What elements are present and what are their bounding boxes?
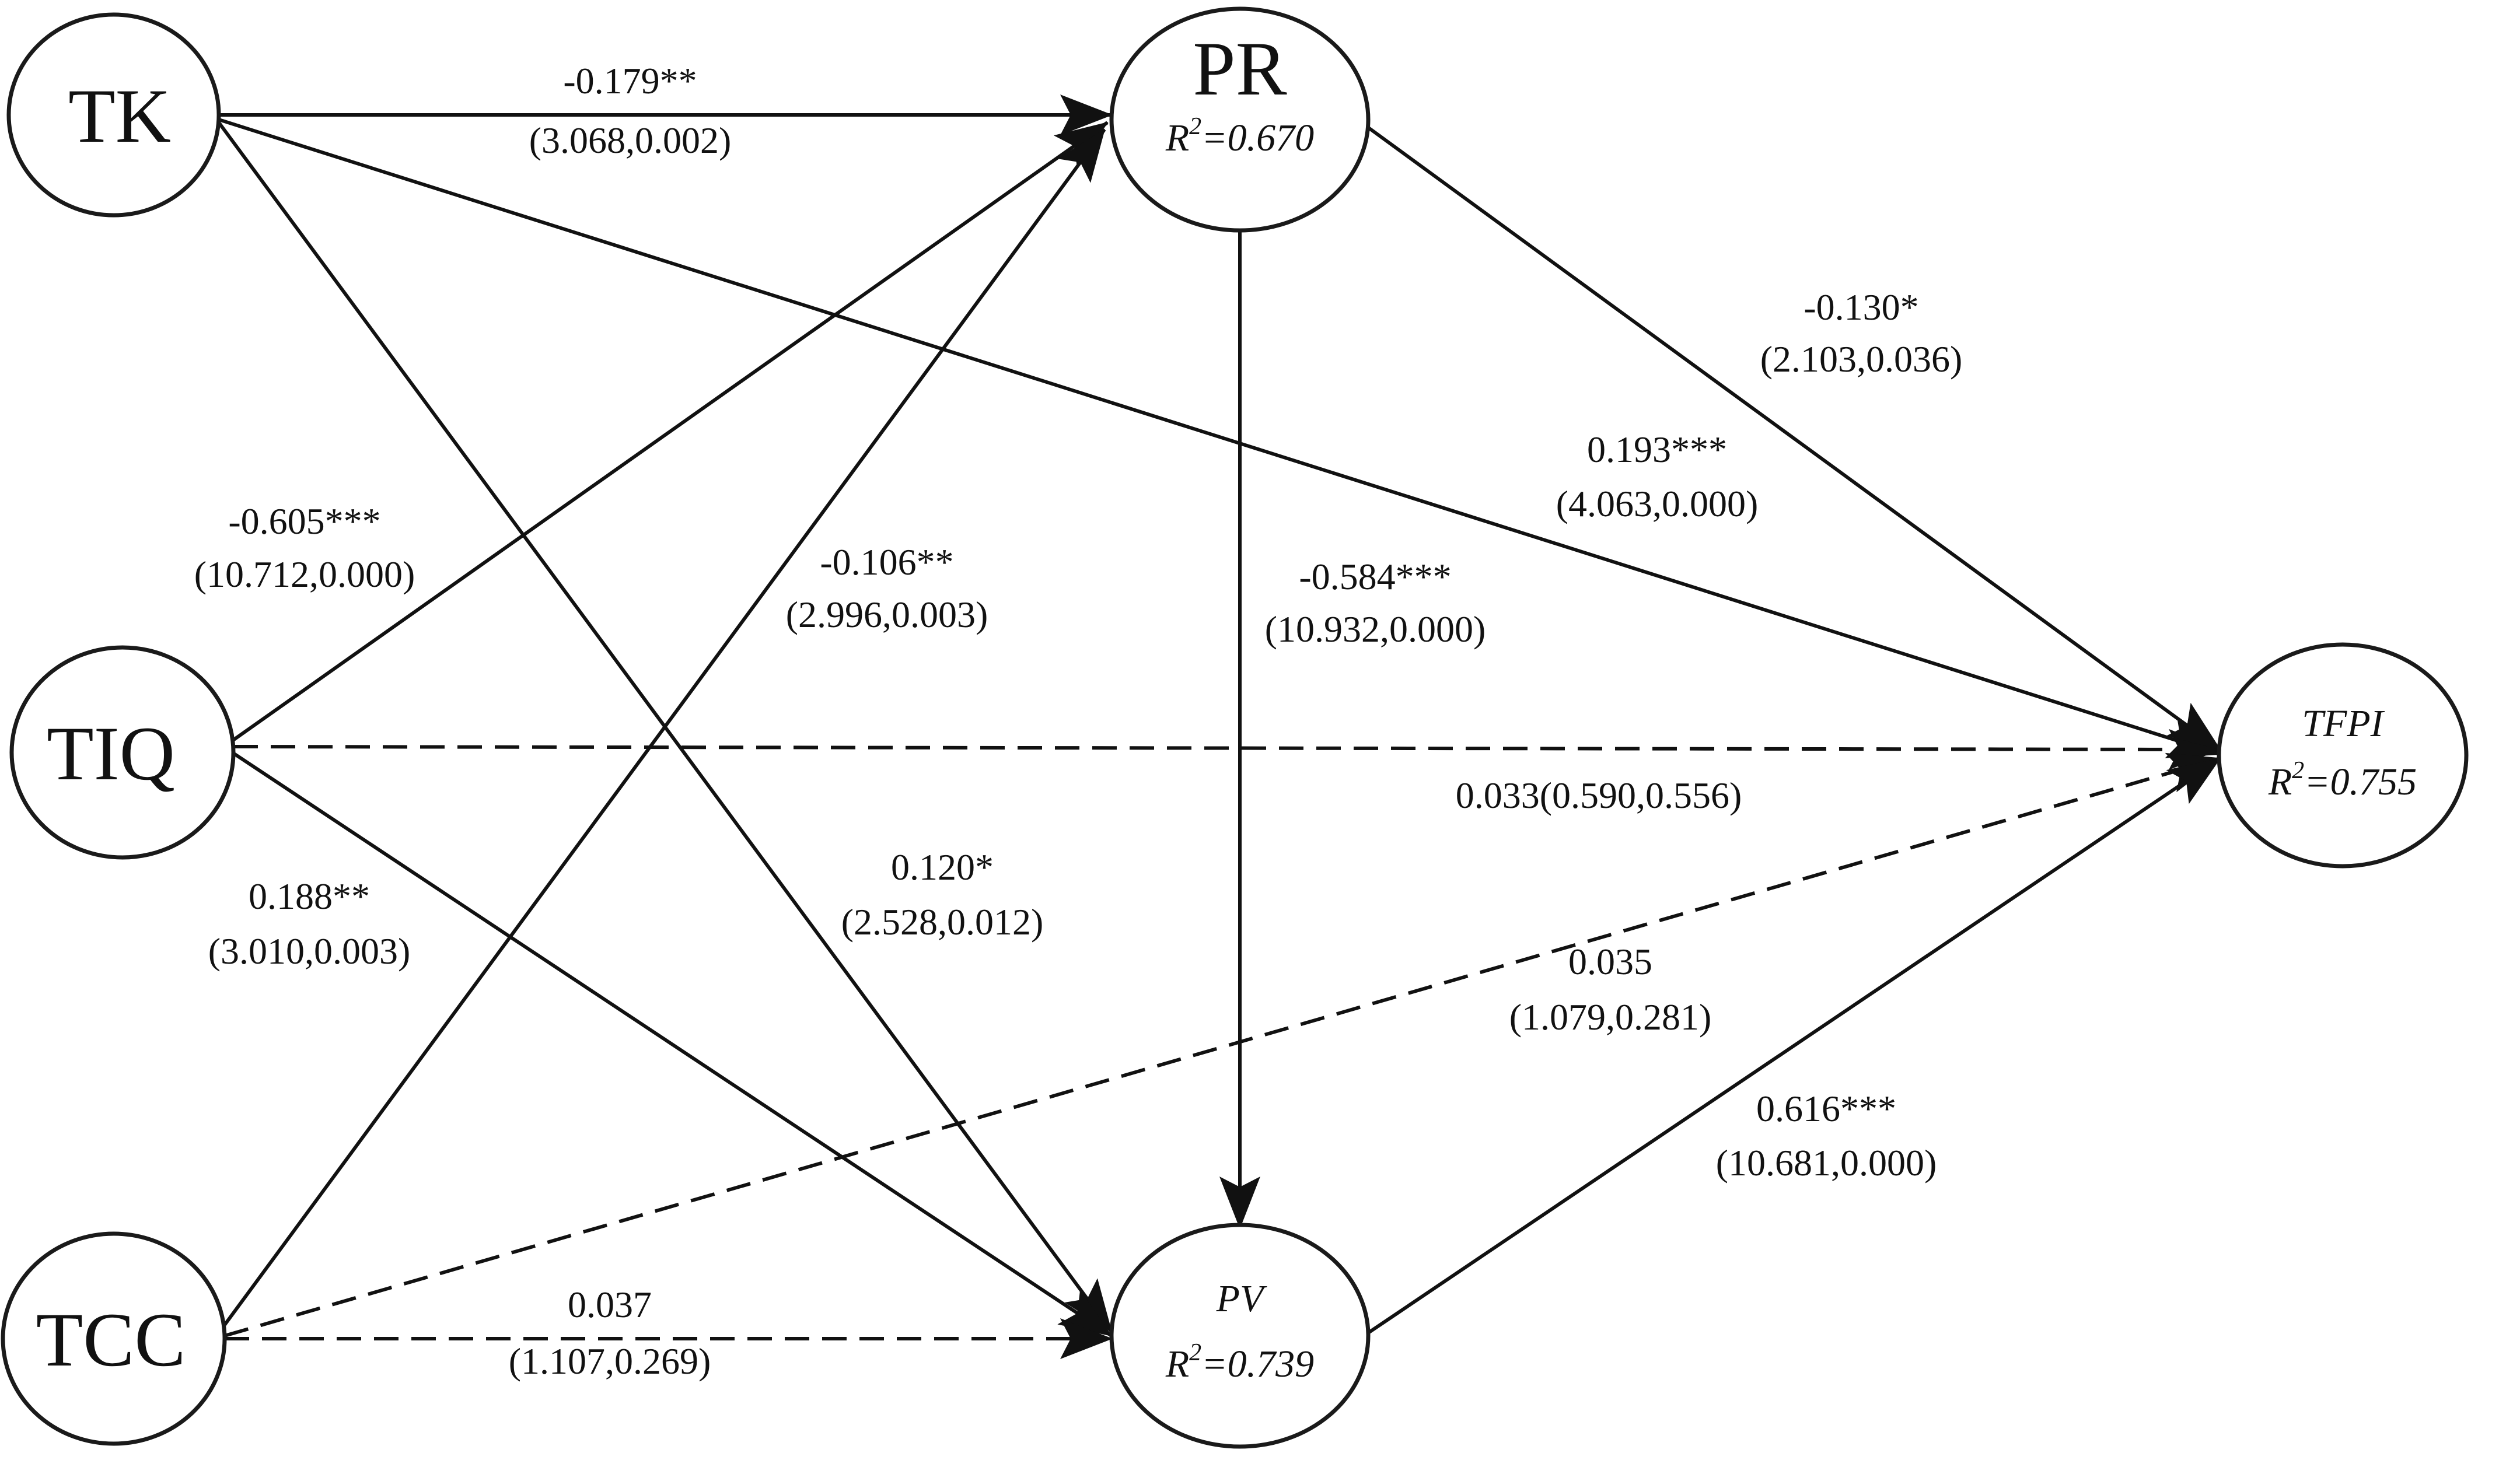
edge-label-tk-pv: 0.120* (2.528,0.012) (841, 846, 1044, 943)
edge-label-tk-tfpi: 0.193*** (4.063,0.000) (1556, 429, 1759, 524)
node-tfpi-r2: R2=0.755 (2268, 757, 2417, 803)
edge-label-tcc-pr-coef: -0.106** (820, 541, 953, 583)
edge-tcc-tfpi (224, 752, 2221, 1338)
node-tfpi-shape (2217, 642, 2469, 869)
edge-label-tk-pv-stats: (2.528,0.012) (841, 901, 1044, 943)
edge-label-tk-tfpi-coef: 0.193*** (1587, 429, 1727, 470)
edge-label-tcc-pr-stats: (2.996,0.003) (786, 594, 988, 635)
node-pv-name: PV (1216, 1277, 1267, 1320)
edge-label-tk-pr-coef: -0.179** (563, 60, 697, 101)
node-tcc-name: TCC (36, 1297, 186, 1382)
node-tiq-shape (9, 645, 236, 860)
edge-label-pv-tfpi-coef: 0.616*** (1756, 1088, 1896, 1129)
edge-label-pr-tfpi-stats: (2.103,0.036) (1760, 338, 1963, 380)
edge-label-pr-tfpi: -0.130* (2.103,0.036) (1760, 286, 1963, 380)
node-pr-shape (1109, 6, 1371, 233)
edge-label-pr-pv: -0.584*** (10.932,0.000) (1265, 556, 1486, 650)
edge-label-tiq-pr: -0.605*** (10.712,0.000) (194, 500, 415, 595)
edge-label-tiq-pr-stats: (10.712,0.000) (194, 554, 415, 595)
node-tiq-name: TIQ (47, 710, 175, 796)
node-pv-shape (1109, 1223, 1371, 1449)
node-pr-r2: R2=0.670 (1165, 113, 1314, 159)
edge-label-tk-tfpi-stats: (4.063,0.000) (1556, 483, 1759, 524)
node-tfpi-name: TFPI (2302, 702, 2385, 745)
node-tfpi: TFPI R2=0.755 (2217, 642, 2469, 869)
edge-label-tiq-pv: 0.188** (3.010,0.003) (208, 876, 411, 972)
edge-label-tcc-pv-stats: (1.107,0.269) (509, 1340, 711, 1382)
edge-label-tiq-pr-coef: -0.605*** (228, 500, 380, 542)
edge-label-tiq-tfpi: 0.033(0.590,0.556) (1456, 775, 1742, 816)
edge-label-tk-pv-coef: 0.120* (891, 846, 994, 888)
node-tcc-shape (1, 1231, 227, 1446)
edge-label-tcc-pv: 0.037 (1.107,0.269) (509, 1284, 711, 1382)
edge-label-pr-pv-coef: -0.584*** (1299, 556, 1451, 597)
edge-label-tcc-pr: -0.106** (2.996,0.003) (786, 541, 988, 635)
edge-tiq-pv (231, 751, 1113, 1338)
node-pr-name: PR (1193, 26, 1287, 111)
edge-label-pv-tfpi-stats: (10.681,0.000) (1716, 1142, 1937, 1184)
node-pv-r2: R2=0.739 (1165, 1339, 1314, 1385)
node-tcc: TCC (1, 1231, 227, 1446)
node-pr: PR R2=0.670 (1109, 6, 1371, 233)
node-tk-name: TK (68, 73, 171, 159)
edge-label-tcc-tfpi-coef: 0.035 (1568, 941, 1652, 982)
edge-label-tiq-pv-stats: (3.010,0.003) (208, 930, 411, 972)
edge-label-tcc-tfpi: 0.035 (1.079,0.281) (1509, 941, 1712, 1038)
node-pv: PV R2=0.739 (1109, 1223, 1371, 1449)
edge-tcc-pr (217, 128, 1106, 1334)
edge-tk-tfpi (218, 118, 2221, 758)
node-tiq: TIQ (9, 645, 236, 860)
edge-pr-tfpi (1364, 124, 2221, 751)
edge-pv-tfpi (1367, 757, 2221, 1335)
edge-tiq-tfpi (233, 729, 2221, 770)
edge-label-pr-pv-stats: (10.932,0.000) (1265, 608, 1486, 650)
edges (217, 94, 2221, 1359)
edge-label-tk-pr-stats: (3.068,0.002) (529, 120, 732, 161)
edge-label-tiq-pv-coef: 0.188** (249, 876, 370, 917)
edge-label-tcc-pv-coef: 0.037 (568, 1284, 652, 1325)
edge-label-tcc-tfpi-stats: (1.079,0.281) (1509, 996, 1712, 1038)
node-tk-shape (6, 12, 221, 218)
edge-label-tiq-tfpi-coef: 0.033(0.590,0.556) (1456, 775, 1742, 816)
edge-tiq-pr (231, 121, 1109, 743)
edge-label-pv-tfpi: 0.616*** (10.681,0.000) (1716, 1088, 1937, 1184)
edge-label-pr-tfpi-coef: -0.130* (1804, 286, 1918, 328)
edge-labels: -0.179** (3.068,0.002) -0.130* (2.103,0.… (194, 60, 1963, 1382)
edge-label-tk-pr: -0.179** (3.068,0.002) (529, 60, 732, 161)
node-tk: TK (6, 12, 221, 218)
